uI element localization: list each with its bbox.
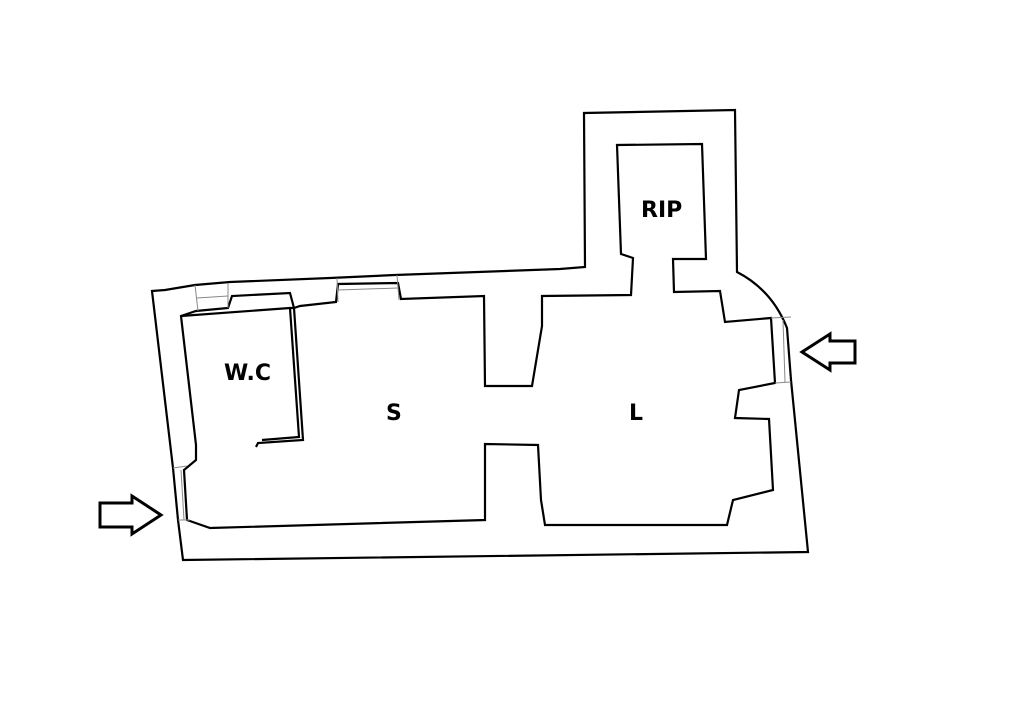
room-label-s: S [386,401,402,426]
wc-partition [180,306,305,448]
entrance-arrow-right-icon [799,331,857,373]
wc-partition-inner [261,307,301,442]
room-label-l: L [629,401,643,426]
inner-wall [179,142,777,530]
entrance-arrow-left-icon [98,493,164,537]
room-label-wc: W.C [224,361,271,386]
room-label-rip: RIP [641,198,682,223]
outer-wall [150,108,810,562]
openings [172,274,792,521]
